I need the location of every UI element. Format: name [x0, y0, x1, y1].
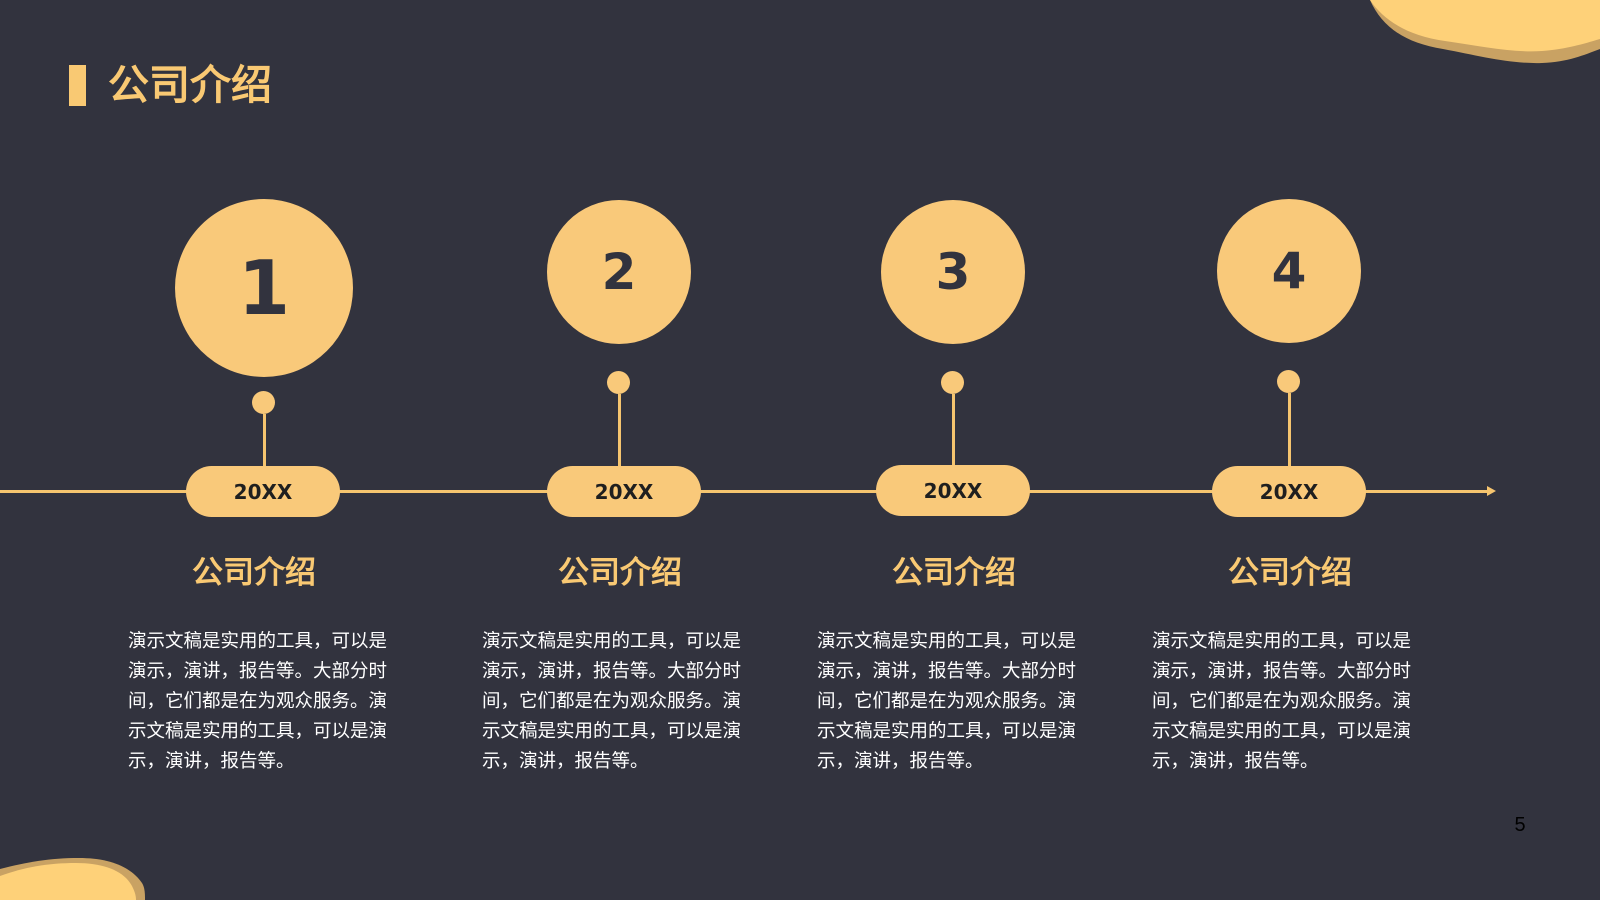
- year-pill: 20XX: [1212, 466, 1366, 517]
- page-number: 5: [1514, 814, 1526, 836]
- step-number-circle: 3: [881, 200, 1025, 344]
- step-description: 演示文稿是实用的工具，可以是 演示，演讲，报告等。大部分时 间，它们都是在为观众…: [817, 631, 1077, 772]
- step-connector-line: [262, 414, 266, 466]
- timeline-line: [0, 490, 1490, 493]
- timeline-arrow-icon: [1487, 486, 1496, 496]
- step-heading: 公司介绍: [558, 555, 682, 591]
- step-heading: 公司介绍: [892, 555, 1016, 591]
- year-pill: 20XX: [547, 466, 701, 517]
- year-pill: 20XX: [186, 466, 340, 517]
- step-description: 演示文稿是实用的工具，可以是 演示，演讲，报告等。大部分时 间，它们都是在为观众…: [482, 631, 742, 772]
- page-title: 公司介绍: [108, 61, 272, 109]
- step-marker-dot: [941, 371, 964, 394]
- step-marker-dot: [1277, 370, 1300, 393]
- step-description: 演示文稿是实用的工具，可以是 演示，演讲，报告等。大部分时 间，它们都是在为观众…: [1152, 631, 1412, 772]
- step-marker-dot: [252, 391, 275, 414]
- step-heading: 公司介绍: [1228, 555, 1352, 591]
- step-number-circle: 1: [175, 199, 353, 377]
- bottom-left-decorative-blob: [0, 858, 145, 900]
- step-description: 演示文稿是实用的工具，可以是 演示，演讲，报告等。大部分时 间，它们都是在为观众…: [128, 631, 388, 772]
- step-number-circle: 4: [1217, 199, 1361, 343]
- step-connector-line: [951, 394, 955, 466]
- step-marker-dot: [607, 371, 630, 394]
- title-accent-bar: [69, 65, 86, 106]
- step-number-circle: 2: [547, 200, 691, 344]
- top-right-decorative-blob: [1370, 0, 1600, 64]
- step-connector-line: [1287, 393, 1291, 466]
- year-pill: 20XX: [876, 465, 1030, 516]
- step-connector-line: [617, 394, 621, 466]
- step-heading: 公司介绍: [192, 555, 316, 591]
